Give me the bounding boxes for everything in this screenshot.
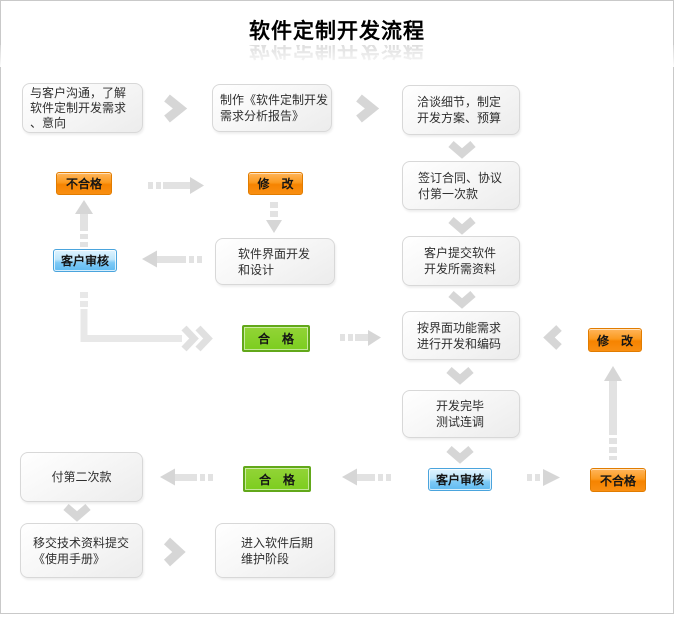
modify-button-top[interactable]: 修 改 bbox=[248, 172, 303, 195]
flow-box-communicate: 与客户沟通，了解 软件定制开发需求 、意向 bbox=[22, 83, 143, 133]
box-text-line: 与客户沟通，了解 bbox=[30, 85, 127, 100]
box-text-line: 进行开发和编码 bbox=[417, 336, 502, 351]
box-text-line: 进入软件后期 bbox=[241, 535, 314, 550]
flow-box-coding: 按界面功能需求 进行开发和编码 bbox=[402, 311, 520, 360]
client-review-button-left[interactable]: 客户审核 bbox=[53, 249, 117, 272]
box-text-line: 移交技术资料提交 bbox=[33, 535, 130, 550]
box-text-line: 客户提交软件 bbox=[424, 246, 497, 260]
box-text-line: 洽谈细节，制定 bbox=[417, 95, 502, 109]
flow-box-second-payment: 付第二次款 bbox=[20, 452, 143, 502]
box-text-line: 付第一次款 bbox=[418, 186, 479, 201]
box-text-line: 维护阶段 bbox=[241, 551, 290, 566]
flow-box-testing: 开发完毕 测试连调 bbox=[402, 390, 520, 438]
fail-button-bottom[interactable]: 不合格 bbox=[590, 468, 646, 492]
flow-box-contract: 签订合同、协议 付第一次款 bbox=[402, 161, 520, 210]
box-text-line: 软件定制开发需求 bbox=[30, 100, 127, 115]
flow-box-materials: 客户提交软件 开发所需资料 bbox=[402, 236, 520, 286]
box-text-line: 按界面功能需求 bbox=[417, 320, 502, 335]
box-text-line: 软件界面开发 bbox=[238, 246, 311, 261]
flow-box-report: 制作《软件定制开发 需求分析报告》 bbox=[212, 84, 332, 132]
flow-box-negotiate: 洽谈细节，制定 开发方案、预算 bbox=[402, 85, 520, 135]
box-text-line: 《使用手册》 bbox=[33, 551, 106, 566]
pass-button-mid[interactable]: 合 格 bbox=[242, 325, 310, 352]
box-text-line: 测试连调 bbox=[436, 415, 485, 429]
pass-button-bottom[interactable]: 合 格 bbox=[243, 466, 311, 492]
box-text-line: 需求分析报告》 bbox=[220, 109, 305, 123]
box-text-line: 开发所需资料 bbox=[424, 262, 497, 276]
box-text-line: 和设计 bbox=[238, 262, 275, 277]
box-text-line: 、意向 bbox=[30, 115, 67, 130]
fail-button-top[interactable]: 不合格 bbox=[56, 172, 112, 195]
flow-box-ui-design: 软件界面开发 和设计 bbox=[215, 238, 335, 285]
box-text-line: 签订合同、协议 bbox=[418, 170, 503, 185]
modify-button-right[interactable]: 修 改 bbox=[588, 328, 642, 352]
page-title: 软件定制开发流程 bbox=[249, 19, 425, 43]
box-text-line: 付第二次款 bbox=[51, 470, 112, 484]
box-text-line: 开发方案、预算 bbox=[417, 111, 502, 125]
client-review-button-bottom[interactable]: 客户审核 bbox=[428, 468, 492, 491]
flow-box-handover: 移交技术资料提交 《使用手册》 bbox=[20, 523, 143, 578]
flow-box-maintenance: 进入软件后期 维护阶段 bbox=[215, 523, 335, 578]
box-text-line: 开发完毕 bbox=[436, 399, 485, 413]
box-text-line: 制作《软件定制开发 bbox=[220, 93, 329, 107]
